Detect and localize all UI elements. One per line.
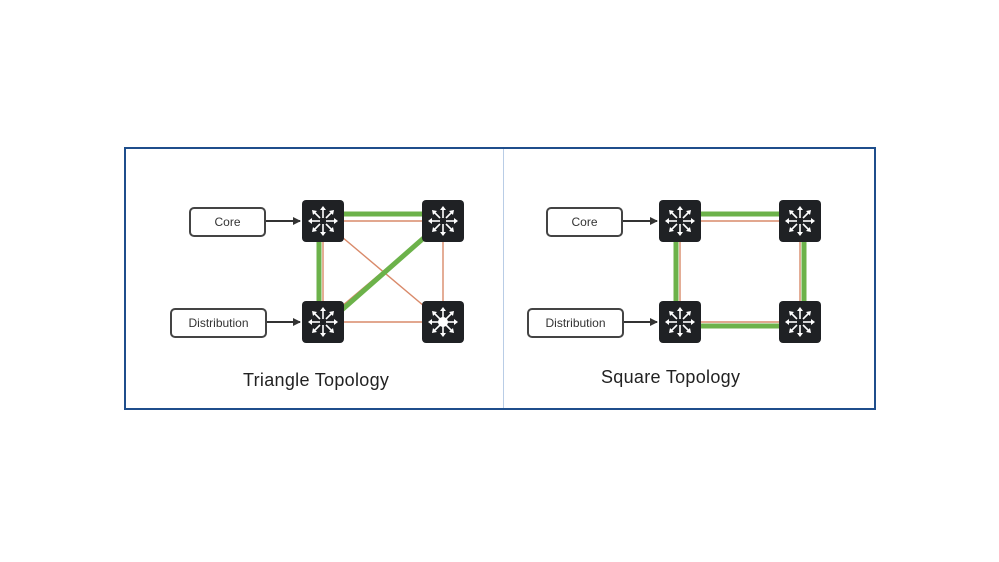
core-label: Core	[546, 207, 623, 237]
layer3-switch-icon	[659, 301, 701, 343]
layer3-switch-icon	[302, 301, 344, 343]
panel-divider	[503, 149, 504, 408]
square-logical-path	[673, 211, 807, 329]
triangle-logical-path	[316, 211, 458, 336]
layer3-switch-icon	[302, 200, 344, 242]
core-label: Core	[189, 207, 266, 237]
triangle-topology-title: Triangle Topology	[243, 370, 390, 390]
distribution-label: Distribution	[170, 308, 267, 338]
layer3-switch-icon	[422, 200, 464, 242]
square-topology-title: Square Topology	[601, 367, 741, 387]
layer3-switch-icon	[779, 200, 821, 242]
layer3-switch-icon	[422, 301, 464, 343]
figure-frame	[124, 147, 876, 410]
layer3-switch-icon	[659, 200, 701, 242]
distribution-label: Distribution	[527, 308, 624, 338]
layer3-switch-icon	[779, 301, 821, 343]
